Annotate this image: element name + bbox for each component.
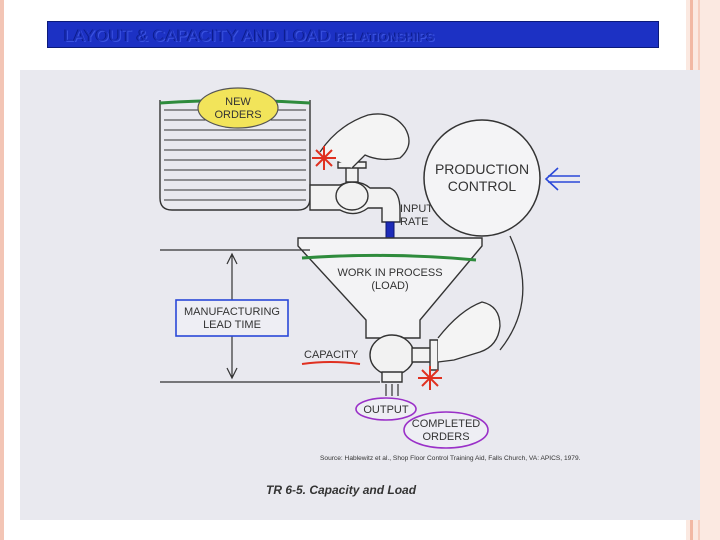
lower-hand — [437, 301, 501, 363]
completed-orders-line1: COMPLETED — [412, 418, 481, 430]
new-orders-bubble: NEW ORDERS — [197, 87, 279, 129]
completed-orders-line2: ORDERS — [422, 431, 469, 443]
capacity-load-diagram: NEW ORDERS INPUT RATE PRODUCTION CONTROL… — [20, 70, 700, 520]
production-control-line2: CONTROL — [448, 178, 517, 194]
upper-star-mark — [312, 146, 336, 170]
mfg-lead-time-line1: MANUFACTURING — [184, 306, 280, 318]
slide-title-box: LAYOUT & CAPACITY AND LOAD RELATIONSHIPS — [47, 21, 659, 48]
wip-level-line — [301, 253, 477, 262]
wip-line2: (LOAD) — [371, 280, 408, 292]
capacity-underline — [301, 361, 361, 365]
production-control-line1: PRODUCTION — [435, 161, 529, 177]
completed-orders-oval: COMPLETED ORDERS — [403, 411, 489, 449]
source-citation: Source: Hablewitz et al., Shop Floor Con… — [320, 455, 581, 462]
wip-label: WORK IN PROCESS (LOAD) — [337, 267, 442, 292]
wip-funnel — [297, 237, 483, 339]
new-orders-line2: ORDERS — [214, 109, 261, 121]
upper-hand — [319, 113, 410, 169]
capacity-label: CAPACITY — [304, 349, 359, 361]
slide-title: LAYOUT & CAPACITY AND LOAD RELATIONSHIPS — [64, 26, 435, 46]
wip-line1: WORK IN PROCESS — [337, 267, 442, 279]
left-border — [0, 0, 4, 540]
output-faucet — [369, 334, 439, 383]
blue-arrow-icon — [544, 167, 580, 191]
mfg-lead-time-line2: LEAD TIME — [203, 319, 261, 331]
slide-title-small: RELATIONSHIPS — [335, 30, 435, 44]
mfg-lead-time-box: MANUFACTURING LEAD TIME — [175, 299, 289, 337]
slide-title-main: LAYOUT & CAPACITY AND LOAD — [64, 26, 331, 45]
input-faucet — [309, 161, 401, 223]
production-control-circle: PRODUCTION CONTROL — [423, 119, 541, 237]
lead-time-dimension — [160, 249, 380, 383]
lower-star-mark — [418, 366, 442, 390]
output-drips — [385, 384, 399, 396]
control-arc — [499, 235, 524, 351]
input-rate-line2: RATE — [400, 216, 429, 228]
figure-caption: TR 6-5. Capacity and Load — [266, 483, 417, 497]
input-rate-label: INPUT RATE — [400, 203, 433, 228]
output-oval: OUTPUT — [355, 397, 417, 421]
output-label: OUTPUT — [363, 404, 409, 416]
input-rate-line1: INPUT — [400, 203, 433, 215]
new-orders-line1: NEW — [225, 96, 251, 108]
